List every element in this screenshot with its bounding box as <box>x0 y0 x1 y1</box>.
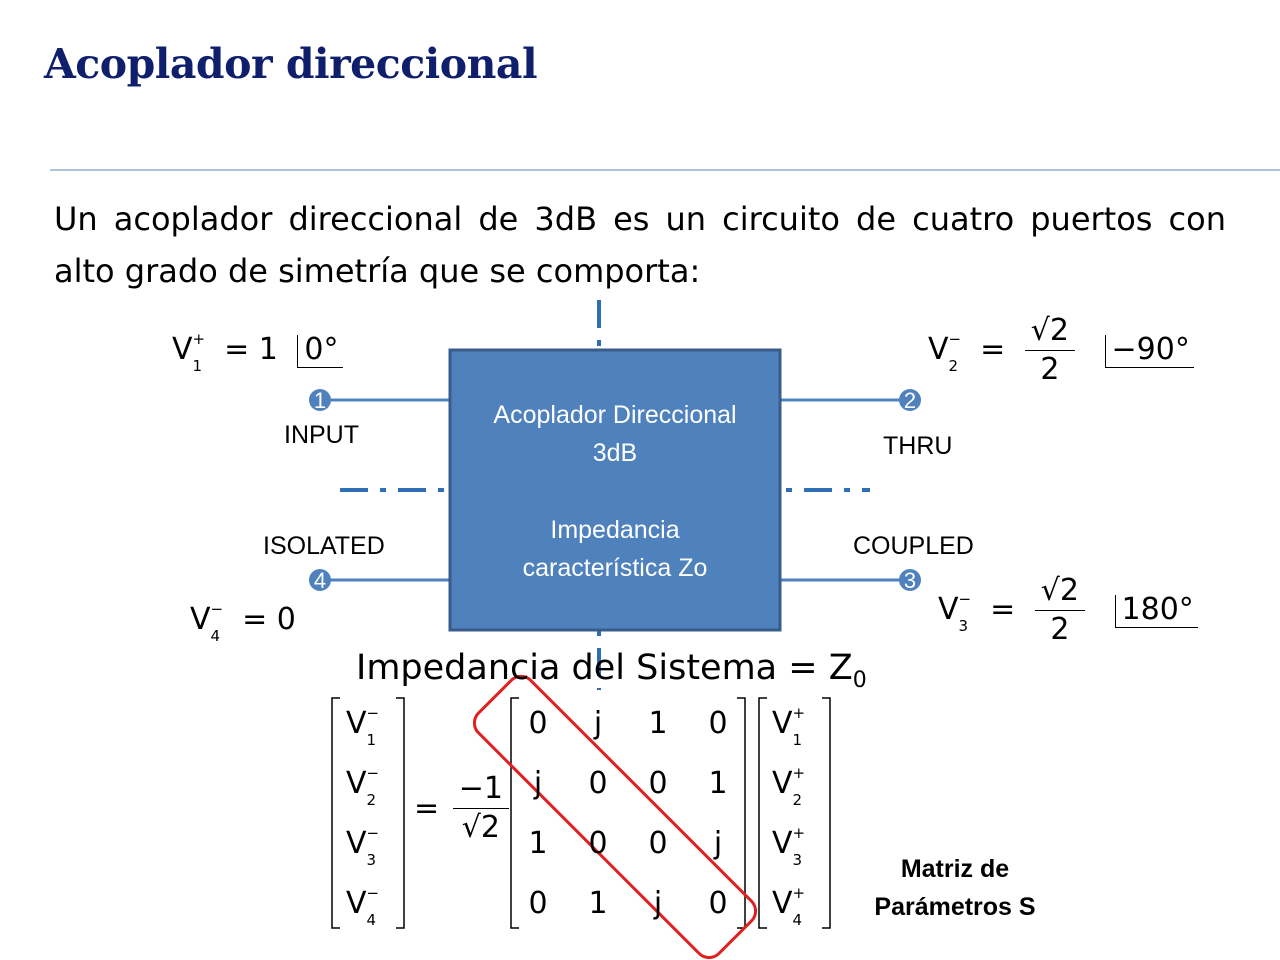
block-line-1: Acoplador Direccional <box>493 401 736 429</box>
s-42: 1 <box>588 886 608 921</box>
s-22: 0 <box>588 766 608 801</box>
v3-symbol: V−3 <box>938 590 972 635</box>
v2-expression: V−2 = √2 2 −90° <box>928 312 1194 389</box>
slide-title: Acoplador direccional <box>44 40 538 88</box>
s-21: j <box>533 766 543 801</box>
block-line-3: Impedancia <box>550 516 679 544</box>
port-4-number: 4 <box>314 568 326 593</box>
system-impedance-label: Impedancia del Sistema = Z0 <box>356 648 867 693</box>
v1-symbol: V+1 <box>172 330 206 375</box>
s-43: j <box>653 886 663 921</box>
s-11: 0 <box>528 706 548 741</box>
matrix-right-bracket <box>737 697 746 929</box>
lhs-left-bracket <box>331 697 340 929</box>
s-matrix: 0 j 1 0 j 0 0 1 1 0 0 j 0 1 j 0 <box>520 706 740 946</box>
port-1-node <box>309 389 331 411</box>
s-24: 1 <box>708 766 728 801</box>
port-1-label: INPUT <box>284 421 359 449</box>
intro-paragraph: Un acoplador direccional de 3dB es un ci… <box>54 200 1226 290</box>
port-2-node <box>899 389 921 411</box>
rhs-left-bracket <box>758 697 767 929</box>
s-41: 0 <box>528 886 548 921</box>
s-12: j <box>593 706 603 741</box>
v3-angle: 180° <box>1114 595 1198 628</box>
lhs-v4: V−4 <box>346 884 380 929</box>
port-2-number: 2 <box>904 388 916 413</box>
v4-symbol: V−4 <box>190 600 224 645</box>
s-32: 0 <box>588 826 608 861</box>
port-4-node <box>309 569 331 591</box>
lhs-vector: V−1 V−2 V−3 V−4 <box>346 704 380 946</box>
rhs-vector: V+1 V+2 V+3 V+4 <box>772 704 806 946</box>
port-3-label: COUPLED <box>853 532 974 560</box>
lhs-right-bracket <box>396 697 405 929</box>
v3-fraction: √2 2 <box>1034 572 1085 649</box>
v4-expression: V−4 = 0 <box>190 600 296 645</box>
v1-expression: V+1 = 1 0° <box>172 330 343 375</box>
v2-fraction: √2 2 <box>1024 312 1075 389</box>
port-3-number: 3 <box>904 568 916 593</box>
v3-expression: V−3 = √2 2 180° <box>938 572 1198 649</box>
matrix-caption: Matriz de Parámetros S <box>860 850 1050 926</box>
lhs-v1: V−1 <box>346 704 380 749</box>
lhs-v3: V−3 <box>346 824 380 869</box>
coupler-block <box>448 348 782 632</box>
s-31: 1 <box>528 826 548 861</box>
v1-angle: 0° <box>297 335 343 368</box>
v2-symbol: V−2 <box>928 330 962 375</box>
port-2-label: THRU <box>883 432 953 460</box>
factor-fraction: −1 √2 <box>452 770 509 847</box>
matrix-caption-line-1: Matriz de <box>900 855 1010 883</box>
s-34: j <box>713 826 723 861</box>
lhs-v2: V−2 <box>346 764 380 809</box>
s-44: 0 <box>708 886 728 921</box>
block-line-2: 3dB <box>593 439 637 467</box>
block-line-4: característica Zo <box>523 554 708 582</box>
rhs-v2: V+2 <box>772 764 806 809</box>
title-divider <box>50 169 1280 171</box>
s-14: 0 <box>708 706 728 741</box>
rhs-v4: V+4 <box>772 884 806 929</box>
rhs-v3: V+3 <box>772 824 806 869</box>
s-33: 0 <box>648 826 668 861</box>
diagonal-highlight <box>472 674 758 960</box>
matrix-left-bracket <box>510 697 519 929</box>
rhs-right-bracket <box>822 697 831 929</box>
v2-angle: −90° <box>1104 335 1194 368</box>
s-13: 1 <box>648 706 668 741</box>
rhs-v1: V+1 <box>772 704 806 749</box>
port-1-number: 1 <box>314 388 326 413</box>
equation-factor: = −1 √2 <box>414 770 519 847</box>
port-4-label: ISOLATED <box>263 532 385 560</box>
port-3-node <box>899 569 921 591</box>
s-23: 0 <box>648 766 668 801</box>
matrix-caption-line-2: Parámetros S <box>874 893 1036 921</box>
